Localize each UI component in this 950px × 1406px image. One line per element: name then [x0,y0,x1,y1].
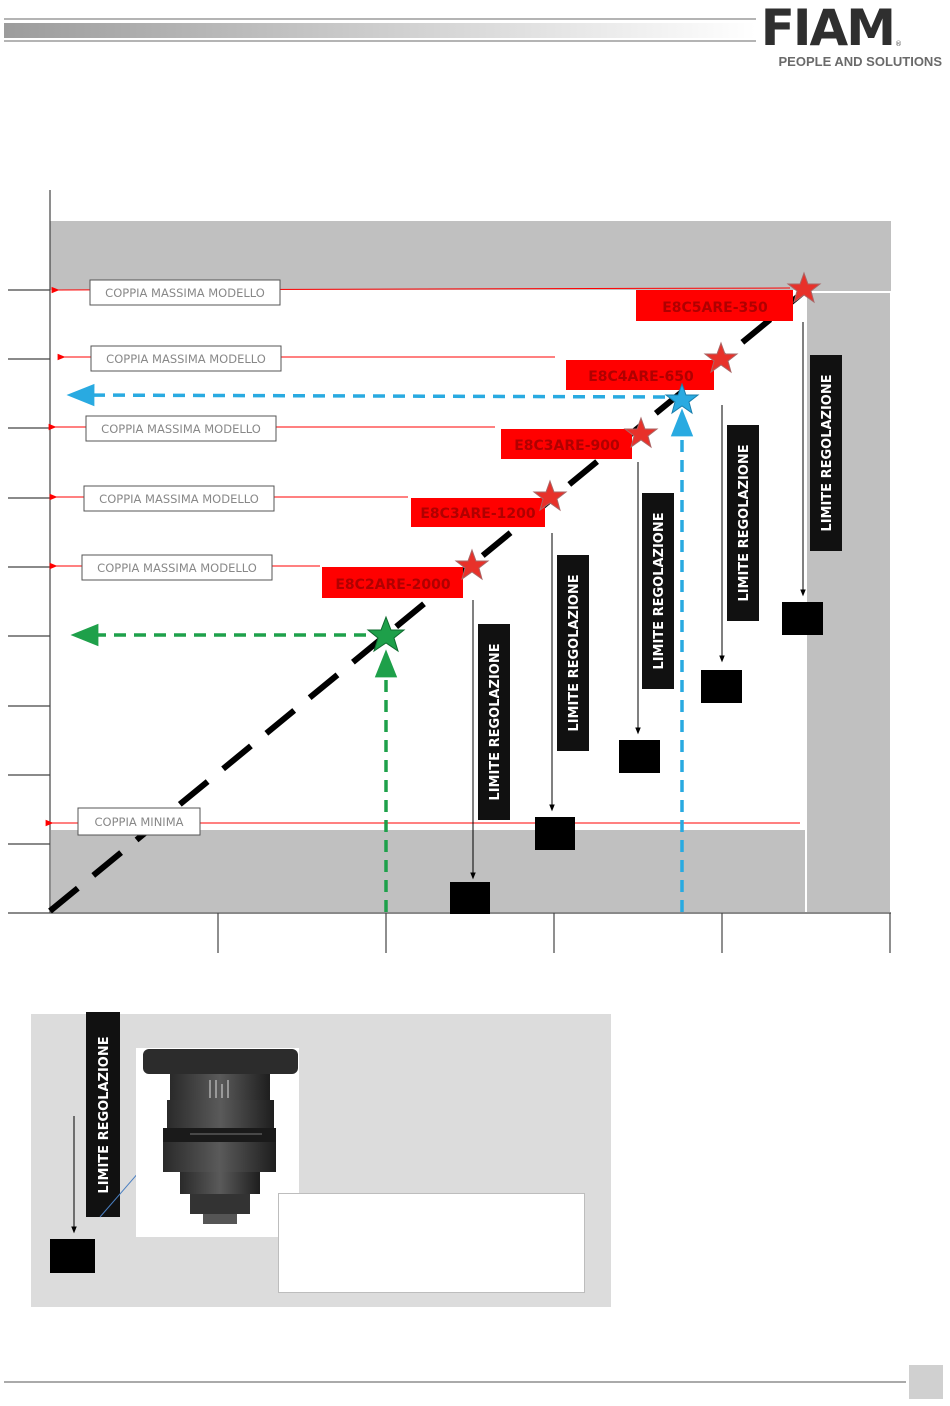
star-model-3 [623,416,659,449]
out-of-range-zones [49,221,892,914]
limit-label-3: LIMITE REGOLAZIONE [652,512,667,669]
inset-note-box [278,1193,585,1293]
star-model-1 [454,548,490,581]
model-code-2: E8C3ARE-1200 [420,506,536,522]
model-code-3: E8C3ARE-900 [514,438,620,454]
limit-label-2: LIMITE REGOLAZIONE [567,574,582,731]
page-number-box [909,1365,943,1399]
star-model-2 [532,479,568,512]
limit-banners [478,355,842,820]
brand-name: FIAM [760,0,896,57]
star-model-5 [786,271,822,304]
green-guide [70,623,398,912]
max-label-4: COPPIA MASSIMA MODELLO [106,352,266,366]
star-model-4 [703,341,739,374]
header-band [4,18,756,42]
max-label-2: COPPIA MASSIMA MODELLO [99,492,259,506]
blue-guide [66,383,694,912]
min-label: COPPIA MINIMA [95,815,184,829]
limit-label-4: LIMITE REGOLAZIONE [737,444,752,601]
product-photo [136,1048,299,1237]
brand-logo: FIAM ® PEOPLE AND SOLUTIONS [742,2,942,72]
blue-star [664,382,700,415]
inset-limit-label: LIMITE REGOLAZIONE [97,1036,112,1193]
max-label-3: COPPIA MASSIMA MODELLO [101,422,261,436]
max-label-5: COPPIA MASSIMA MODELLO [105,286,265,300]
axes [8,190,891,953]
limit-markers [450,602,823,914]
max-torque-label-boxes [77,279,282,836]
model-code-1: E8C2ARE-2000 [335,577,451,593]
max-label-1: COPPIA MASSIMA MODELLO [97,561,257,575]
green-star [366,615,406,653]
model-stars [454,271,822,581]
model-code-4: E8C4ARE-650 [588,369,694,385]
model-code-5: E8C5ARE-350 [662,300,768,316]
brand-tagline: PEOPLE AND SOLUTIONS [778,54,942,69]
model-boxes [322,290,793,598]
limit-arrows [470,322,806,880]
limit-label-1: LIMITE REGOLAZIONE [488,643,503,800]
brand-registered: ® [895,40,902,48]
limit-label-5: LIMITE REGOLAZIONE [820,374,835,531]
